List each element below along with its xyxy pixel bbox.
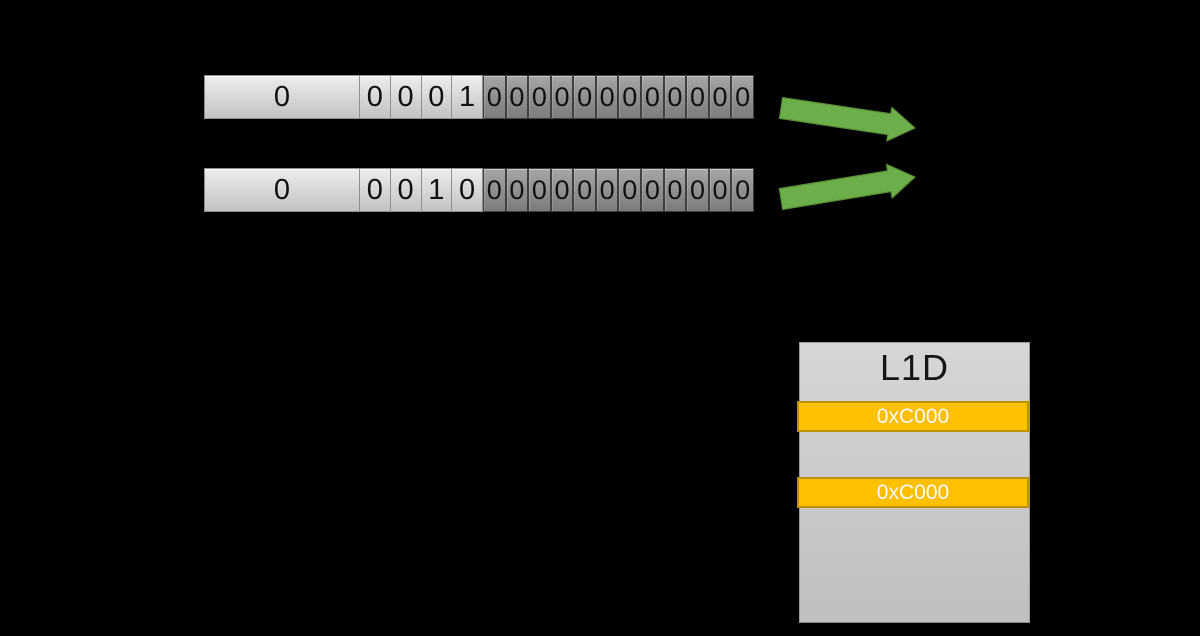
address-offset-bit-cell: 0 (618, 75, 642, 119)
cache-title: L1D (879, 347, 950, 388)
cache-row-highlighted: 0xC000 (797, 477, 1029, 508)
address-index-bit-cell: 0 (390, 75, 422, 119)
address-offset-bit-cell: 0 (731, 168, 754, 212)
address-index-bit-cell: 0 (360, 168, 391, 212)
address-offset-bit-cell: 0 (731, 75, 754, 119)
address-offset-bit-cell: 0 (686, 168, 709, 212)
address-offset-bit-cell: 0 (708, 168, 732, 212)
address-index-bit-cell: 1 (452, 75, 483, 119)
cache-row-label: 0xC000 (876, 480, 950, 504)
address-offset-bit-cell: 0 (686, 75, 709, 119)
address-offset-bit-cell: 0 (573, 168, 596, 212)
address-offset-bit-cell: 0 (618, 168, 642, 212)
address-offset-bit-cell: 0 (550, 168, 574, 212)
address-offset-bit-cell: 0 (483, 75, 506, 119)
green-arrow-right-down-icon (778, 96, 916, 142)
address-offset-bit-cell: 0 (708, 75, 732, 119)
cache-row-label: 0xC000 (876, 404, 950, 428)
address-index-bit-cell: 0 (360, 75, 391, 119)
address-index-bit-cell: 0 (452, 168, 483, 212)
address-offset-bit-cell: 0 (595, 75, 619, 119)
green-arrow-right-up-icon (778, 163, 916, 210)
address-offset-bit-cell: 0 (483, 168, 506, 212)
address-offset-bit-cell: 0 (528, 75, 551, 119)
address-offset-bit-cell: 0 (641, 75, 664, 119)
address-offset-bit-cell: 0 (550, 75, 574, 119)
address-index-bit-cell: 0 (421, 75, 453, 119)
address-offset-bit-cell: 0 (528, 168, 551, 212)
address-offset-bit-cell: 0 (573, 75, 596, 119)
address-offset-bit-cell: 0 (663, 75, 687, 119)
address-offset-bit-cell: 0 (505, 75, 529, 119)
cache-row-highlighted: 0xC000 (797, 401, 1029, 432)
l1d-cache-box: L1D 0xC000 0xC000 (797, 342, 1030, 623)
address-offset-bit-cell: 0 (663, 168, 687, 212)
address-offset-bit-cell: 0 (595, 168, 619, 212)
address-index-bit-cell: 1 (421, 168, 453, 212)
address-index-bit-cell: 0 (390, 168, 422, 212)
address-offset-bit-cell: 0 (641, 168, 664, 212)
address-upper-bits-cell: 0 (204, 168, 360, 212)
address-upper-bits-cell: 0 (204, 75, 360, 119)
address-offset-bit-cell: 0 (505, 168, 529, 212)
